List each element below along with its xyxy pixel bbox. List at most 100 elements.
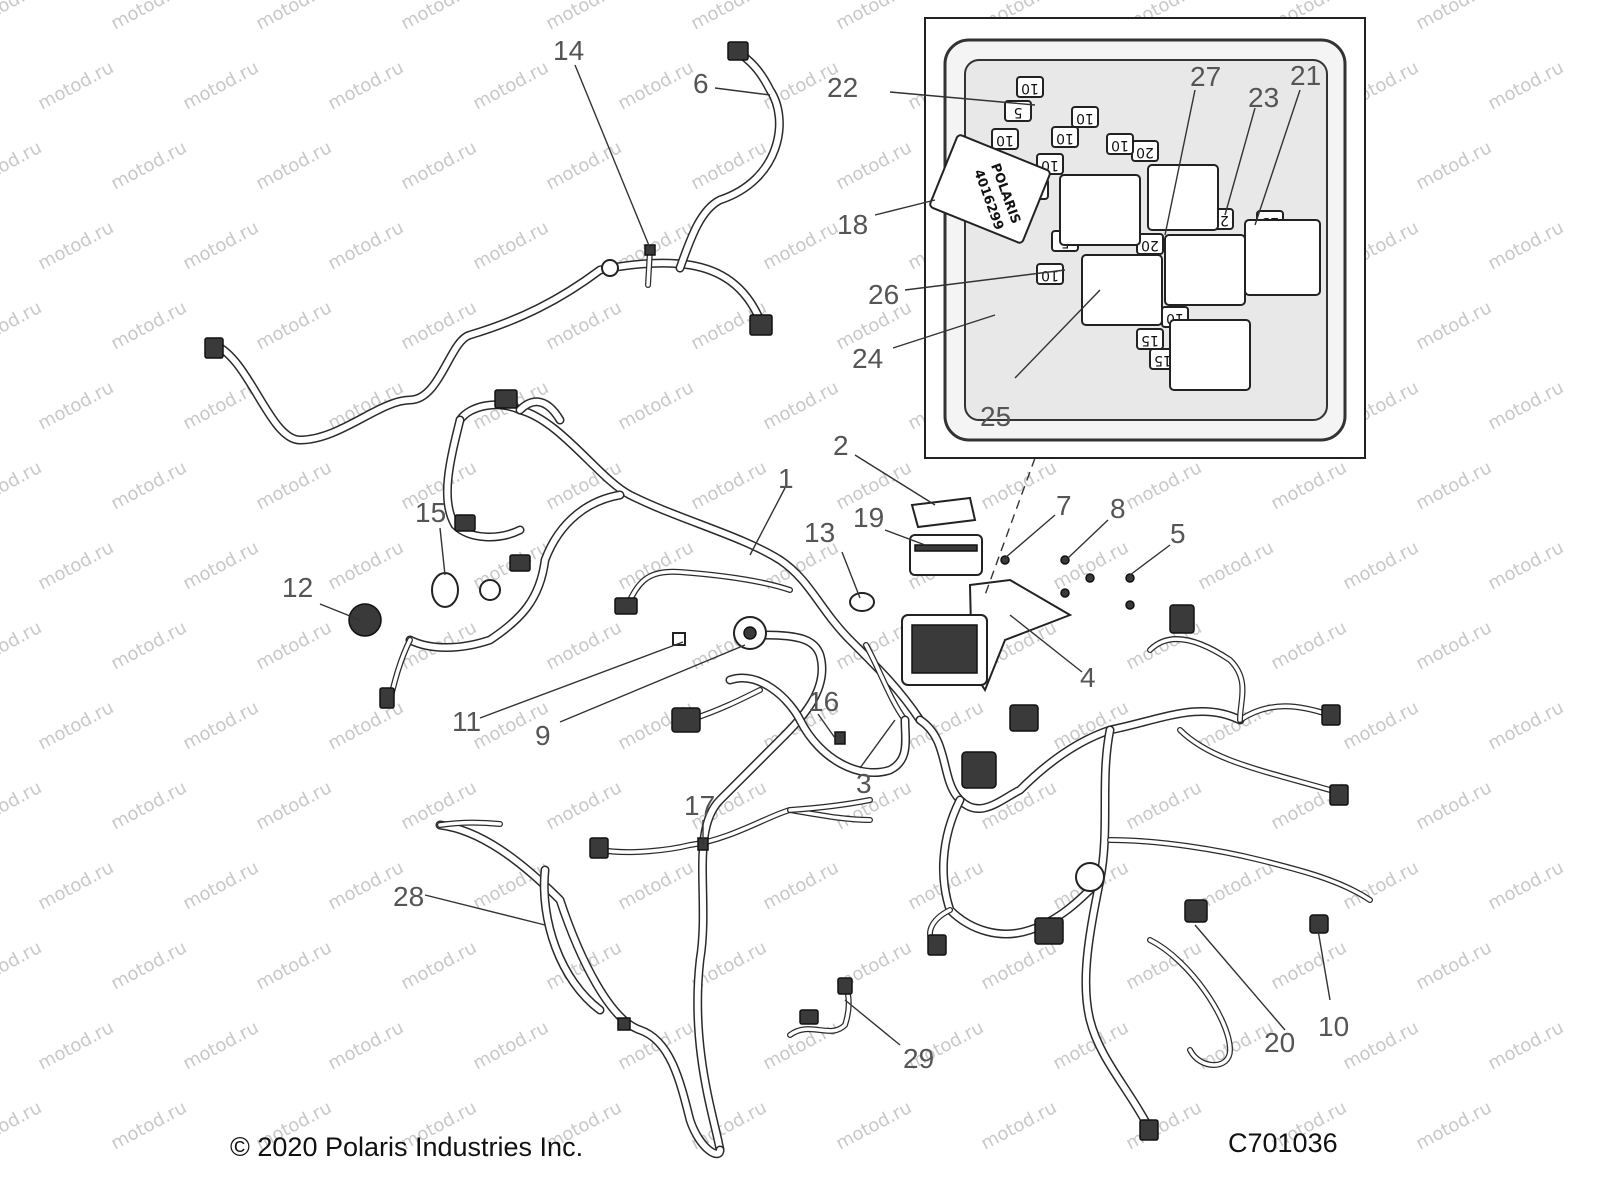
watermark-text: motod.ru (1122, 777, 1205, 834)
watermark-text: motod.ru (34, 697, 117, 754)
watermark-text: motod.ru (179, 857, 262, 914)
connector-plug (837, 977, 853, 995)
fuse-rating: 10 (996, 132, 1014, 148)
grommet-hole (743, 626, 757, 640)
fuse-rating: 15 (1141, 332, 1159, 348)
rear-harness (915, 604, 1373, 1141)
fuse-rating: 10 (1056, 130, 1074, 146)
watermark-text: motod.ru (1194, 537, 1277, 594)
watermark-text: motod.ru (0, 457, 45, 514)
callout-2: 2 (833, 430, 849, 461)
callout-9: 9 (535, 720, 551, 751)
fuse-rating: 10 (1076, 110, 1094, 126)
watermark-text: motod.ru (34, 57, 117, 114)
watermark-text: motod.ru (179, 1017, 262, 1074)
watermark-text: motod.ru (0, 937, 45, 994)
callout-26: 26 (868, 279, 899, 310)
callout-8: 8 (1110, 493, 1126, 524)
callout-10: 10 (1318, 1011, 1349, 1042)
callout-11: 11 (452, 706, 481, 737)
watermark-text: motod.ru (1267, 937, 1350, 994)
fuse-rating: 20 (1136, 144, 1154, 160)
watermark-text: motod.ru (0, 777, 45, 834)
drawing-number-text: C701036 (1228, 1128, 1338, 1158)
watermark-text: motod.ru (179, 57, 262, 114)
fuse (1106, 133, 1134, 155)
connector-block (1034, 917, 1064, 945)
watermark-text: motod.ru (759, 217, 842, 274)
watermark-text: motod.ru (252, 137, 335, 194)
watermark-text: motod.ru (107, 777, 190, 834)
watermark-text: motod.ru (1412, 137, 1495, 194)
watermark-text: motod.ru (1412, 457, 1495, 514)
callout-12: 12 (282, 572, 313, 603)
watermark-text: motod.ru (179, 697, 262, 754)
watermark-text: motod.ru (832, 137, 915, 194)
watermark-text: motod.ru (179, 217, 262, 274)
callout-labels: 1 2 3 4 5 6 7 8 9 10 11 12 13 14 15 16 1… (282, 35, 1349, 1074)
watermark-text: motod.ru (34, 537, 117, 594)
connector-plug (1169, 604, 1195, 634)
nut-part (1125, 573, 1135, 583)
connector-plug (1184, 899, 1208, 923)
nut-part (1125, 600, 1135, 610)
watermark-text: motod.ru (1412, 777, 1495, 834)
watermark-text: motod.ru (1484, 1017, 1567, 1074)
fuse-rating: 10 (1021, 80, 1039, 96)
watermark-text: motod.ru (34, 377, 117, 434)
connector-plug (799, 1009, 819, 1025)
watermark-text: motod.ru (34, 1017, 117, 1074)
watermark-text: motod.ru (542, 617, 625, 674)
connector-plug (589, 837, 609, 859)
callout-21: 21 (1290, 60, 1321, 91)
callout-3: 3 (856, 768, 872, 799)
watermark-text: motod.ru (397, 297, 480, 354)
watermark-text: motod.ru (469, 1017, 552, 1074)
connector-plug (671, 707, 701, 733)
connector-plug (204, 337, 224, 359)
watermark-text: motod.ru (542, 297, 625, 354)
watermark-text: motod.ru (397, 137, 480, 194)
watermark-text: motod.ru (1412, 937, 1495, 994)
watermark-text: motod.ru (977, 457, 1060, 514)
fuse (1004, 100, 1032, 122)
watermark-text: motod.ru (832, 1097, 915, 1154)
watermark-text: motod.ru (977, 937, 1060, 994)
fuse (991, 128, 1019, 150)
watermark-text: motod.ru (324, 1017, 407, 1074)
watermark-text: motod.ru (759, 1017, 842, 1074)
watermark-text: motod.ru (759, 377, 842, 434)
clamp-part (849, 592, 875, 612)
watermark-text: motod.ru (1484, 537, 1567, 594)
watermark-text: motod.ru (252, 457, 335, 514)
watermark-text: motod.ru (0, 1097, 45, 1154)
watermark-text: motod.ru (34, 217, 117, 274)
callout-28: 28 (393, 881, 424, 912)
callout-18: 18 (837, 209, 868, 240)
callout-7: 7 (1056, 490, 1072, 521)
watermark-text: motod.ru (1339, 537, 1422, 594)
relay-module-ribs (914, 544, 978, 552)
callout-15: 15 (415, 497, 446, 528)
callout-19: 19 (853, 502, 884, 533)
connector-plug (927, 934, 947, 956)
watermark-text: motod.ru (34, 857, 117, 914)
callout-22: 22 (827, 72, 858, 103)
watermark-text: motod.ru (324, 217, 407, 274)
callout-20: 20 (1264, 1027, 1295, 1058)
watermark-text: motod.ru (1267, 457, 1350, 514)
watermark-text: motod.ru (832, 0, 915, 34)
watermark-text: motod.ru (687, 457, 770, 514)
watermark-text: motod.ru (397, 937, 480, 994)
main-relay (929, 134, 1051, 244)
watermark-text: motod.ru (1339, 697, 1422, 754)
watermark-text: motod.ru (0, 0, 45, 34)
relay (1164, 234, 1246, 306)
watermark-text: motod.ru (542, 0, 625, 34)
callout-16: 16 (808, 686, 839, 717)
leader-lines (319, 64, 1331, 1046)
connector-part (1309, 914, 1329, 934)
callout-4: 4 (1080, 662, 1096, 693)
callout-25: 25 (980, 401, 1011, 432)
